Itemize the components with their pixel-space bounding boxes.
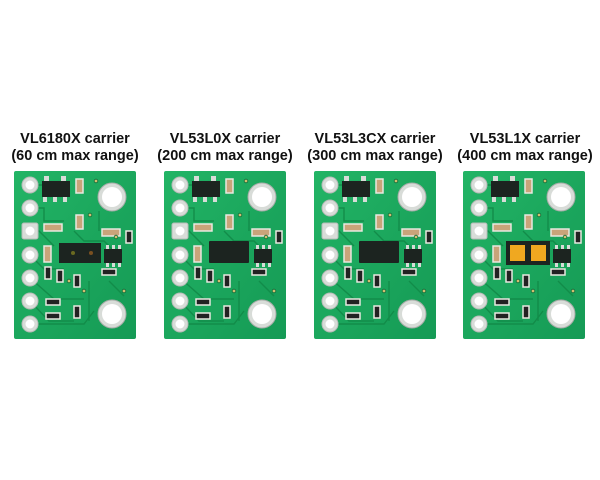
caption-vl53l0x: VL53L0X carrier (200 cm max range) bbox=[150, 131, 300, 165]
product-range: (300 cm max range) bbox=[307, 148, 443, 164]
product-range: (60 cm max range) bbox=[11, 148, 139, 164]
product-name: VL53L0X carrier bbox=[169, 131, 281, 147]
product-name: VL53L1X carrier bbox=[469, 131, 581, 147]
product-range: (200 cm max range) bbox=[157, 148, 293, 164]
caption-vl6180x: VL6180X carrier (60 cm max range) bbox=[0, 131, 150, 165]
board-vl53l3cx bbox=[314, 171, 436, 339]
product-name: VL6180X carrier bbox=[20, 131, 130, 147]
board-vl53l0x bbox=[164, 171, 286, 339]
board-vl53l1x bbox=[463, 171, 585, 339]
product-name: VL53L3CX carrier bbox=[314, 131, 436, 147]
board-vl6180x bbox=[14, 171, 136, 339]
caption-vl53l1x: VL53L1X carrier (400 cm max range) bbox=[450, 131, 600, 165]
product-range: (400 cm max range) bbox=[457, 148, 593, 164]
caption-vl53l3cx: VL53L3CX carrier (300 cm max range) bbox=[300, 131, 450, 165]
